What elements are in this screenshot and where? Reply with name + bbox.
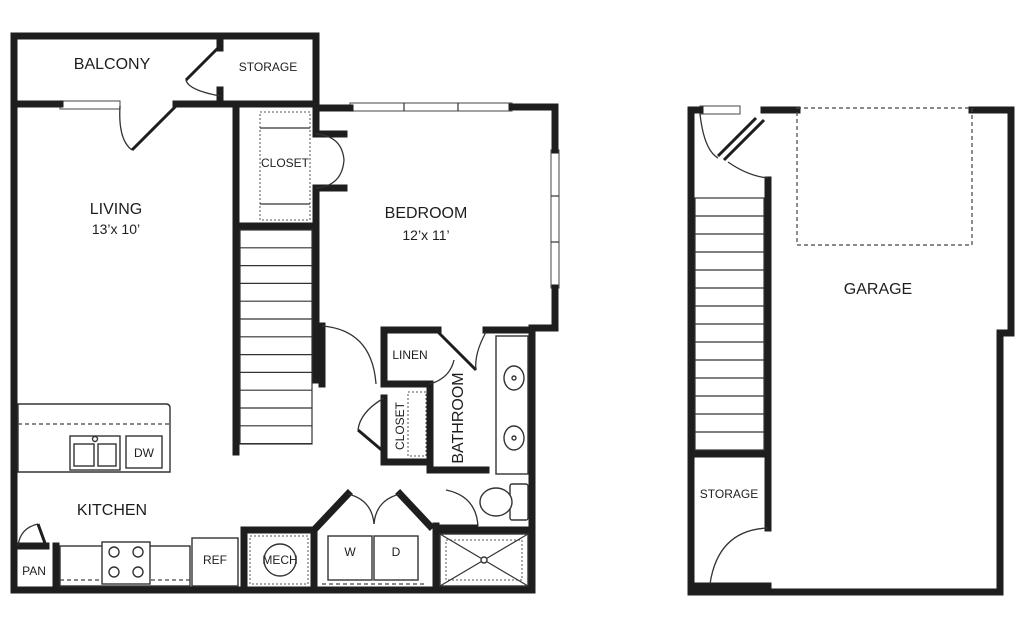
washer-label: W <box>344 545 356 559</box>
stair-divider-wall <box>691 176 772 458</box>
garage-label: GARAGE <box>844 281 912 298</box>
garage-stair-treads <box>695 215 764 433</box>
closet-lower-label: CLOSET <box>393 401 407 450</box>
stairs-garage <box>694 197 765 451</box>
garage-level: GARAGE STORAGE <box>687 105 1015 596</box>
dryer <box>373 535 419 581</box>
garage-entry-door-2 <box>722 118 766 162</box>
closet-lower-door-swing <box>357 397 385 431</box>
bedroom-size: 12’x 11’ <box>402 227 449 243</box>
balcony-label: BALCONY <box>74 56 151 73</box>
bedroom-label: BEDROOM <box>385 205 468 222</box>
pantry-door-swing <box>17 523 39 547</box>
refrigerator-label: REF <box>203 553 227 567</box>
toilet <box>479 483 529 521</box>
linen-label: LINEN <box>392 348 427 362</box>
kitchen-sink <box>69 435 121 471</box>
linen-door <box>436 330 478 372</box>
bath-lower-door-swing <box>445 489 479 527</box>
mech-wall <box>240 526 318 594</box>
pantry-label: PAN <box>22 564 46 578</box>
water-heater <box>263 543 297 577</box>
balcony-wall <box>10 32 354 112</box>
garage-upper-window <box>699 105 741 115</box>
dishwasher <box>125 435 163 469</box>
linen-closet-wall <box>380 326 442 388</box>
overhead-garage-door <box>796 107 973 246</box>
dryer-label: D <box>392 545 401 559</box>
bath-door-swing <box>475 331 487 371</box>
bedroom-exterior-wall <box>508 103 559 154</box>
closet-upper-label: CLOSET <box>261 156 310 170</box>
closet-upper-shelf <box>259 111 311 221</box>
laundry-door-swing-right <box>373 493 401 525</box>
laundry: W D <box>322 535 424 585</box>
garage-outer-wall <box>687 106 1015 596</box>
laundry-wall-right <box>395 489 435 531</box>
main-unit: DW REF MECH W D <box>10 32 560 594</box>
garage-storage-door-swing <box>709 527 769 585</box>
living-label: LIVING <box>90 201 142 218</box>
storage-door-swing <box>185 79 221 97</box>
storage-door <box>184 46 220 82</box>
storage-garage-label: STORAGE <box>700 487 758 501</box>
vanity <box>495 335 529 475</box>
bathroom-label: BATHROOM <box>450 372 467 463</box>
washer <box>327 535 373 581</box>
living-window <box>59 100 121 110</box>
balcony-door-swing <box>119 105 133 151</box>
kitchen-island: DW <box>17 403 171 473</box>
bedroom-window-side <box>550 149 560 289</box>
balcony-door <box>130 104 178 152</box>
refrigerator <box>191 537 239 587</box>
garage-doors <box>699 113 769 585</box>
living-size: 13’x 10’ <box>92 221 140 237</box>
doors <box>17 46 487 547</box>
garage-right-wall <box>968 106 1015 337</box>
closet-lower-shelf <box>407 391 427 457</box>
dishwasher-label: DW <box>134 446 155 460</box>
closet-door-swing-bottom <box>315 159 345 189</box>
bedroom-window-top <box>349 102 513 112</box>
range <box>101 541 151 585</box>
closet-lower-door <box>357 428 385 454</box>
main-labels: BALCONY STORAGE CLOSET LIVING 13’x 10’ B… <box>22 56 467 578</box>
mech-label: MECH <box>262 553 297 567</box>
pantry-door <box>36 523 48 547</box>
laundry-door-swing-left <box>347 493 375 525</box>
stairs-main <box>239 229 313 445</box>
kitchen-label: KITCHEN <box>77 502 147 519</box>
interior-walls <box>10 32 536 594</box>
stair-treads <box>240 247 312 445</box>
garage-entry-door-swing <box>699 113 719 159</box>
lower-closet-wall <box>380 380 434 466</box>
shower <box>439 533 529 587</box>
storage-top-label: STORAGE <box>239 60 297 74</box>
closet-door-swing-top <box>315 133 345 161</box>
bedroom-door-swing <box>321 325 377 385</box>
garage-entry-door <box>716 116 758 158</box>
mechanical-closet: MECH <box>249 535 309 585</box>
bathroom-fixtures <box>439 335 529 587</box>
linen-door-swing <box>429 359 455 385</box>
garage-stair-door-swing <box>727 161 769 179</box>
kitchen-counter: REF <box>59 537 239 587</box>
closet-shelving <box>259 111 427 457</box>
